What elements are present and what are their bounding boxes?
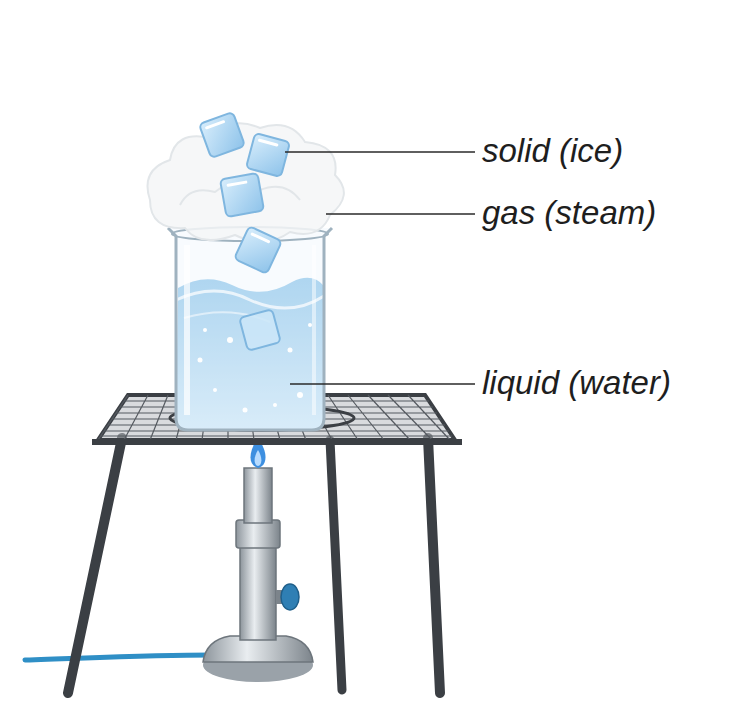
beaker — [198, 358, 203, 363]
beaker — [312, 245, 316, 415]
beaker — [203, 328, 207, 332]
gas-hose — [25, 655, 212, 660]
beaker — [184, 245, 190, 415]
ice-cube — [260, 140, 277, 145]
beaker — [288, 348, 293, 353]
steam-cloud — [148, 123, 344, 242]
leader-line — [326, 213, 475, 215]
steam-cloud — [148, 123, 344, 242]
tripod-leg — [330, 440, 342, 690]
ice-cube — [239, 309, 281, 351]
beaker — [308, 323, 312, 327]
leader-line — [285, 151, 475, 153]
bunsen-burner — [236, 520, 280, 548]
leader-line — [285, 152, 475, 384]
bunsen-burner — [203, 438, 313, 682]
ice-cube — [252, 234, 268, 242]
beaker — [243, 408, 248, 413]
gas-hose — [25, 655, 212, 660]
tripod — [68, 395, 462, 693]
tripod — [68, 438, 122, 693]
part-label: liquid (water) — [482, 365, 671, 401]
beaker — [297, 392, 303, 398]
bunsen-burner — [281, 584, 299, 610]
ice-cube — [220, 173, 264, 217]
leader-line — [290, 383, 475, 385]
ice-cube — [234, 226, 282, 274]
ice-cube — [207, 122, 224, 128]
ice-cube — [199, 112, 290, 351]
part-label: solid (ice) — [482, 133, 623, 169]
tripod-leg — [330, 440, 342, 690]
ice-cube — [246, 133, 290, 177]
ice-cube — [234, 226, 282, 274]
tripod — [428, 438, 440, 693]
beaker — [213, 388, 217, 392]
bunsen-burner — [255, 450, 262, 466]
ice-cube — [220, 173, 264, 217]
bunsen-burner — [240, 545, 276, 640]
ice-cube — [199, 112, 245, 158]
beaker — [168, 227, 332, 430]
bunsen-burner — [244, 468, 272, 523]
beaker — [227, 337, 233, 343]
ice-cube — [246, 133, 290, 177]
ice-cube — [228, 182, 246, 185]
ice-cube — [239, 309, 281, 351]
part-label: gas (steam) — [482, 195, 656, 231]
tripod — [92, 439, 462, 445]
beaker — [273, 403, 277, 407]
ice-cube — [199, 112, 245, 158]
